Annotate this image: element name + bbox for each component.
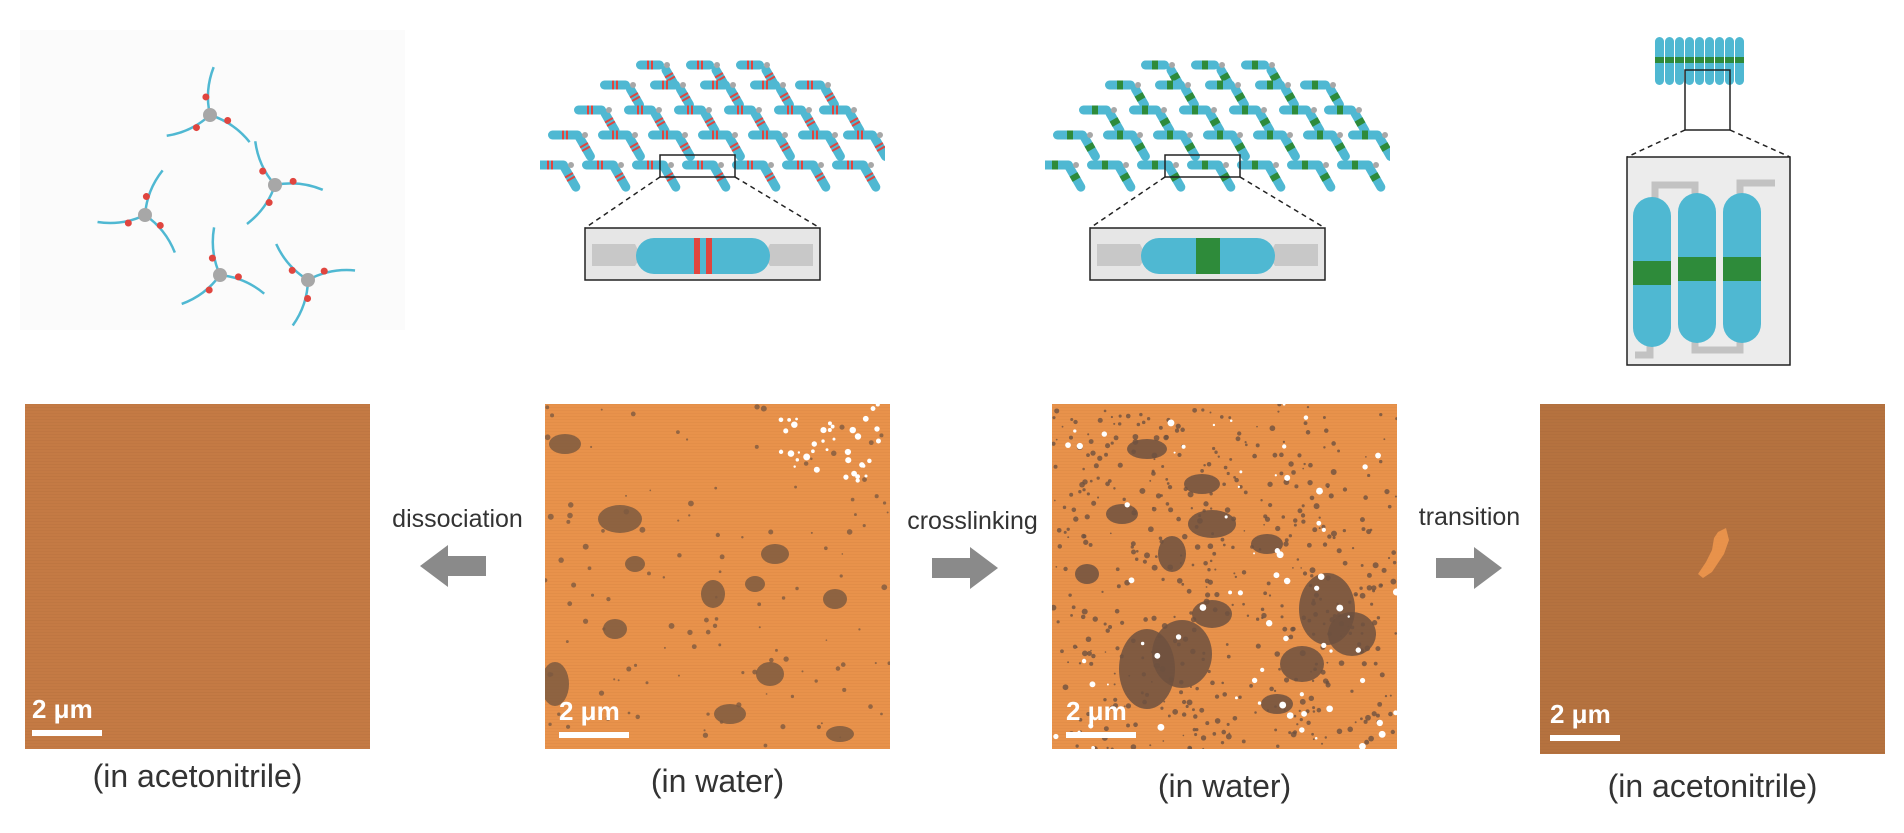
step-label-crosslinking: crosslinking <box>907 507 1038 535</box>
zoom-inset <box>584 227 821 281</box>
afm-image-acetonitrile-2: 2 μm <box>1540 404 1885 754</box>
arrow-right-shape <box>1436 547 1502 589</box>
arrow-left-icon <box>420 545 486 587</box>
caption-1: (in acetonitrile) <box>92 758 303 794</box>
arrow-left-shape <box>420 545 486 587</box>
network-schematic-red <box>532 60 890 281</box>
arrow-right-icon <box>1436 547 1502 589</box>
scale-bar <box>1550 735 1620 741</box>
bundle-schematic-panel <box>1595 25 1795 375</box>
arrow-right-shape <box>932 547 998 589</box>
caption-2: (in water) <box>650 763 785 799</box>
scale-bar <box>559 732 629 738</box>
scale-bar-label: 2 μm <box>1066 696 1127 726</box>
monomer-schematic <box>97 66 356 327</box>
network-rods <box>1037 60 1395 192</box>
network-schematic-green-panel <box>1037 30 1395 340</box>
scale-bar <box>1066 732 1136 738</box>
monomer-star <box>275 243 356 327</box>
scale-bar <box>32 730 102 736</box>
monomer-star <box>97 169 177 254</box>
step-label-dissociation: dissociation <box>392 505 523 533</box>
monomer-star <box>246 141 324 225</box>
bundle-zoom-inset <box>1626 156 1791 366</box>
bundle-mini <box>1655 37 1744 85</box>
scale-bar-label: 2 μm <box>559 696 620 726</box>
caption-3: (in water) <box>1157 768 1292 804</box>
afm-image-water-1: 2 μm <box>545 404 890 749</box>
monomer-schematic-panel <box>20 30 405 330</box>
monomer-star <box>181 227 266 306</box>
network-schematic-green <box>1037 60 1395 281</box>
scale-bar-label: 2 μm <box>1550 699 1611 729</box>
step-label-transition: transition <box>1418 503 1521 531</box>
arrow-right-icon <box>932 547 998 589</box>
monomer-star <box>166 66 251 143</box>
network-rods <box>532 60 890 192</box>
afm-image-acetonitrile-1: 2 μm <box>25 404 370 749</box>
scale-bar-label: 2 μm <box>32 694 93 724</box>
bundle-schematic <box>1626 37 1791 366</box>
network-schematic-red-panel <box>532 30 890 340</box>
zoom-inset <box>1089 227 1326 281</box>
caption-4: (in acetonitrile) <box>1607 768 1818 804</box>
afm-image-water-2: 2 μm <box>1052 404 1397 749</box>
